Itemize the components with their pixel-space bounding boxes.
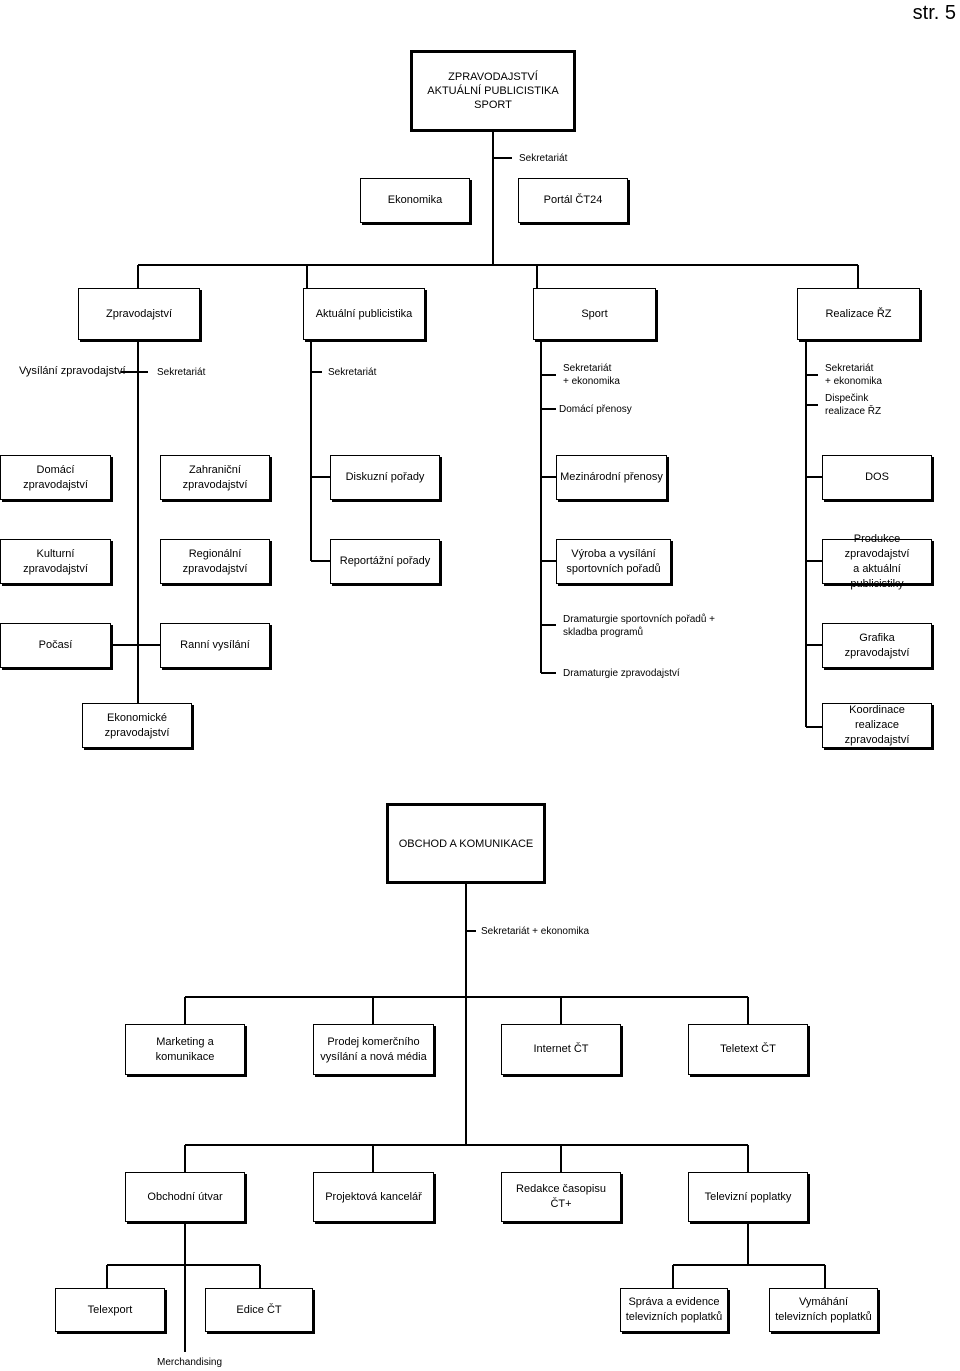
org-box-diskuzni-porady: Diskuzní pořady xyxy=(330,455,440,500)
org-box-produkce-zpravodajstvi: Produkce zpravodajství a aktuální public… xyxy=(822,533,932,590)
page-number: str. 5 xyxy=(912,2,956,24)
org-box-prodej-komercniho-vysilani: Prodej komerčního vysílání a nová média xyxy=(313,1024,434,1075)
org-box-portal-ct24: Portál ČT24 xyxy=(518,178,628,223)
org-box-zahranicni-zpravodajstvi: Zahraniční zpravodajství xyxy=(160,455,270,500)
label-sekretariat-realizace: Sekretariát + ekonomika xyxy=(825,363,882,387)
org-box-zpravodajstvi-publicistika-sport: ZPRAVODAJSTVÍ AKTUÁLNÍ PUBLICISTIKA SPOR… xyxy=(410,50,576,132)
label-sekretariat-sport: Sekretariát + ekonomika xyxy=(563,363,620,387)
org-box-redakce-casopisu: Redakce časopisu ČT+ xyxy=(501,1172,621,1222)
label-vysilani-zpravodajstvi: Vysílání zpravodajství xyxy=(19,365,126,377)
org-box-mezinarodni-prenosy: Mezinárodní přenosy xyxy=(556,455,667,500)
label-domaci-prenosy: Domácí přenosy xyxy=(559,404,632,415)
label-dramaturgie-zpravodajstvi: Dramaturgie zpravodajství xyxy=(563,668,680,679)
org-box-sport: Sport xyxy=(533,288,656,340)
org-box-sprava-a-evidence: Správa a evidence televizních poplatků xyxy=(620,1288,728,1332)
label-sekretariat-publicistika: Sekretariát xyxy=(328,367,377,378)
org-box-zpravodajstvi: Zpravodajství xyxy=(78,288,200,340)
org-box-realizace-rz: Realizace ŘZ xyxy=(797,288,920,340)
org-box-kulturni-zpravodajstvi: Kulturní zpravodajství xyxy=(0,539,111,584)
label-sekretariat-ekonomika: Sekretariát + ekonomika xyxy=(481,926,590,937)
org-box-teletext-ct: Teletext ČT xyxy=(688,1024,808,1075)
org-box-regionalni-zpravodajstvi: Regionální zpravodajství xyxy=(160,539,270,584)
org-box-edice-ct: Edice ČT xyxy=(205,1288,313,1332)
label-sekretariat-zpravodajstvi: Sekretariát xyxy=(157,367,206,378)
label-merchandising: Merchandising xyxy=(157,1357,223,1368)
org-box-telexport: Telexport xyxy=(55,1288,165,1332)
org-box-aktualni-publicistika: Aktuální publicistika xyxy=(303,288,425,340)
org-box-marketing-a-komunikace: Marketing a komunikace xyxy=(125,1024,245,1075)
org-box-pocasi: Počasí xyxy=(0,623,111,668)
label-sekretariat-top: Sekretariát xyxy=(519,153,568,164)
org-box-koordinace-realizace: Koordinace realizace zpravodajství xyxy=(822,703,932,748)
org-box-vymahani-poplatku: Vymáhání televizních poplatků xyxy=(769,1288,878,1332)
org-box-domaci-zpravodajstvi: Domácí zpravodajství xyxy=(0,455,111,500)
label-dramaturgie-sportovnich-poradu: Dramaturgie sportovních pořadů + skladba… xyxy=(563,614,716,638)
org-box-ekonomicke-zpravodajstvi: Ekonomické zpravodajství xyxy=(82,703,192,748)
org-box-projektova-kancelar: Projektová kancelář xyxy=(313,1172,434,1222)
label-dispecink: Dispečink realizace ŘZ xyxy=(825,393,882,417)
org-box-ranni-vysilani: Ranní vysílání xyxy=(160,623,270,668)
org-box-dos: DOS xyxy=(822,455,932,500)
org-box-vyroba-a-vysilani: Výroba a vysílání sportovních pořadů xyxy=(556,539,671,584)
org-box-obchodni-utvar: Obchodní útvar xyxy=(125,1172,245,1222)
org-box-internet-ct: Internet ČT xyxy=(501,1024,621,1075)
org-box-televizni-poplatky: Televizní poplatky xyxy=(688,1172,808,1222)
org-box-reportazni-porady: Reportážní pořady xyxy=(330,539,440,584)
org-box-ekonomika: Ekonomika xyxy=(360,178,470,223)
org-box-obchod-a-komunikace: OBCHOD A KOMUNIKACE xyxy=(386,803,546,884)
org-box-grafika-zpravodajstvi: Grafika zpravodajství xyxy=(822,623,932,668)
